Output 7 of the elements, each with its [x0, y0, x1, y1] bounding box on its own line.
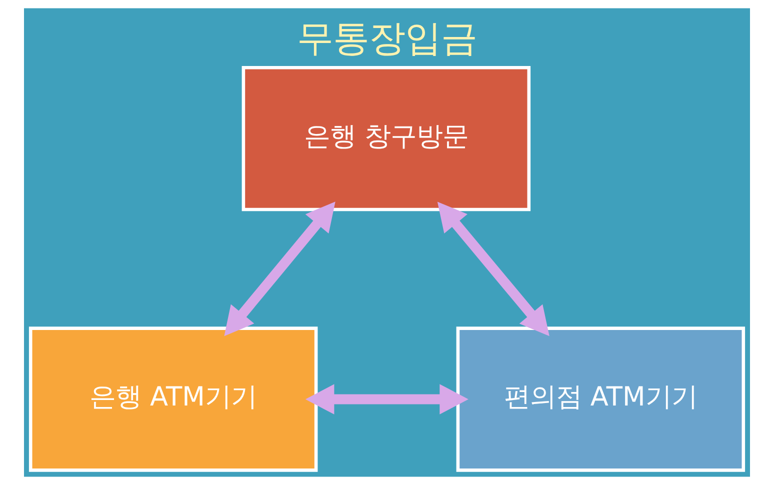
arrow — [436, 202, 549, 336]
diagram-title: 무통장입금 — [296, 16, 476, 60]
node-box: 은행 ATM기기 — [28, 326, 318, 472]
arrow — [304, 384, 468, 414]
node-box: 은행 창구방문 — [241, 66, 530, 212]
node-box: 편의점 ATM기기 — [456, 326, 745, 472]
arrow — [224, 202, 335, 336]
